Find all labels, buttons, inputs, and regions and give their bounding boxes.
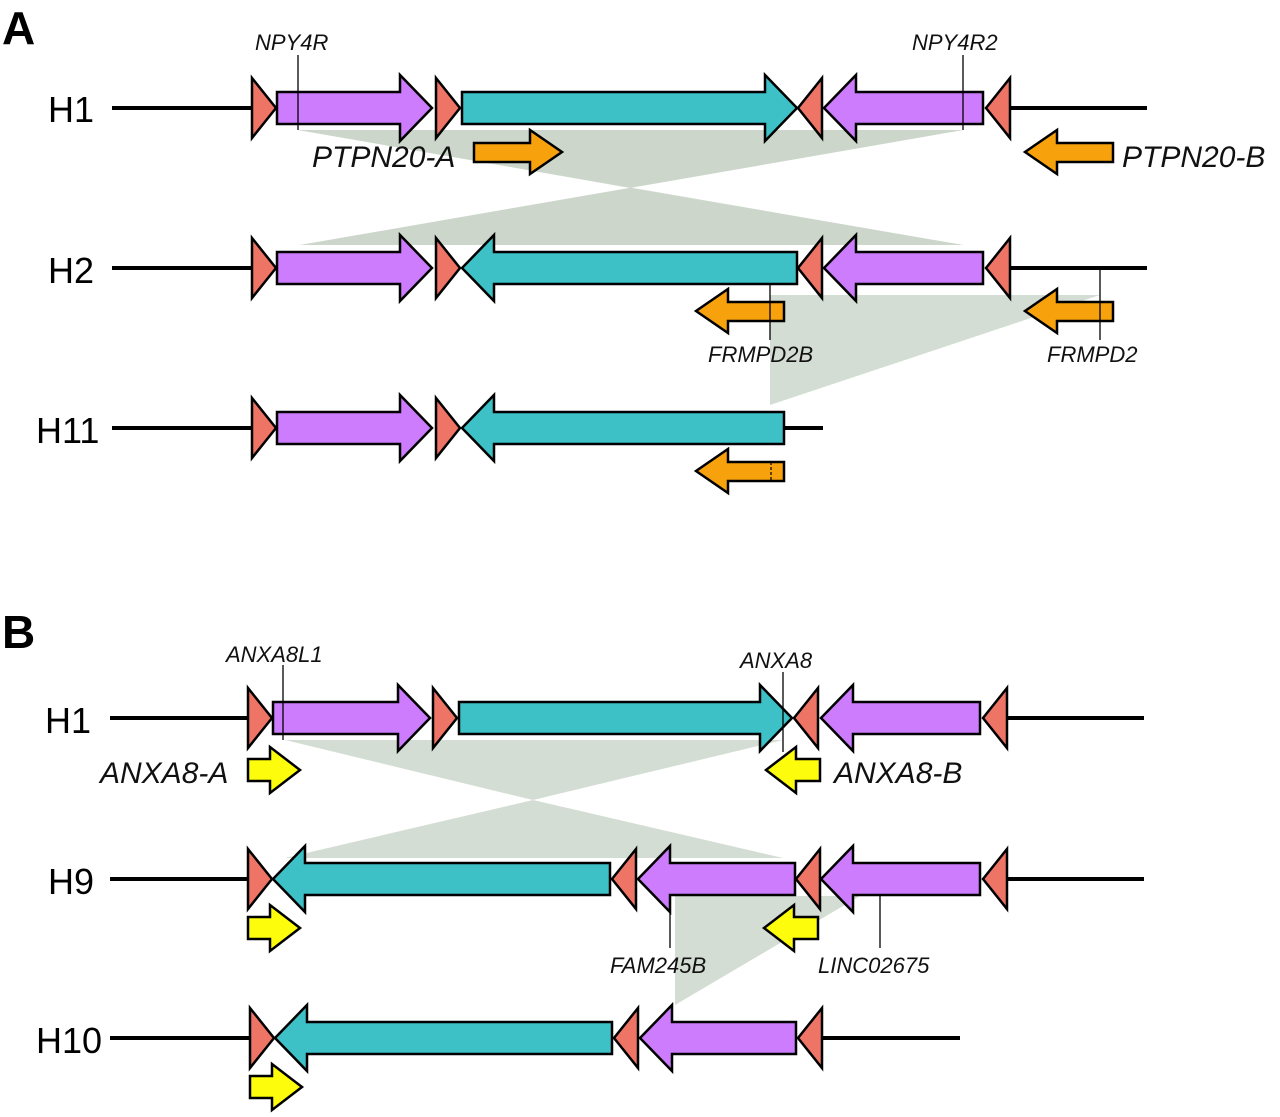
teal-segment-arrow-left [273,1001,614,1075]
repeat-triangle-right [248,1004,276,1072]
gene-label-frmpd2b: FRMPD2B [708,342,813,367]
marker-label-anxa8-a: ANXA8-A [98,757,228,790]
purple-segment-arrow-right [271,681,432,755]
haplotype-label: H11 [36,410,99,451]
orange-marker-arrow-left [1022,286,1115,336]
haplotype-a-h1: H1 NPY4R NPY4R2 PTPN20-A PTPN20-B [48,30,1265,177]
purple-segment-arrow-right [275,391,434,465]
haplotype-b-h9: H9 FAM245B LINC02675 [48,842,1144,978]
repeat-triangle-left [612,1004,640,1072]
haplotype-label: H1 [45,700,91,741]
marker-label-ptpn20-b: PTPN20-B [1122,141,1265,174]
purple-segment-arrow-left [638,1001,798,1075]
homology-band [300,188,963,245]
haplotype-label: H10 [36,1020,102,1061]
haplotype-a-h2: H2 FRMPD2B FRMPD2 [48,231,1147,367]
teal-segment-arrow-left [460,391,786,465]
haplotype-label: H9 [48,861,94,902]
panel-letter-a: A [2,2,35,54]
purple-segment-arrow-left [819,681,982,755]
teal-segment-arrow-right [460,71,799,145]
haplotype-label: H1 [48,89,94,130]
purple-segment-arrow-left [822,231,985,305]
teal-segment-arrow-left [460,231,799,305]
purple-segment-arrow-left [819,842,982,916]
gene-label-anxa8l1: ANXA8L1 [224,642,323,667]
homology-band [770,295,1100,405]
purple-segment-arrow-left [636,842,797,916]
orange-marker-arrow-left [1022,127,1115,177]
homology-band [298,130,963,188]
yellow-marker-arrow-right [248,1061,305,1113]
homology-band [285,800,783,858]
repeat-triangle-left [981,845,1009,913]
panel-letter-b: B [2,606,35,658]
orange-marker-arrow-right [472,127,565,177]
gene-label-npy4r2: NPY4R2 [912,30,998,55]
teal-segment-arrow-right [457,681,794,755]
repeat-triangle-right [434,394,462,462]
panel-b: B H1 ANXA8L1 ANXA8 ANXA8-A ANXA8-B [2,606,1144,1113]
orange-marker-arrow-left [693,446,786,496]
homology-band [675,896,860,1005]
repeat-triangle-right [250,74,278,142]
gene-label-frmpd2: FRMPD2 [1047,342,1137,367]
haplotype-b-h1: H1 ANXA8L1 ANXA8 ANXA8-A ANXA8-B [45,642,1144,796]
repeat-triangle-left [984,74,1012,142]
orange-marker-arrow-left [693,286,786,336]
haplotype-b-h10: H10 [36,1001,960,1113]
repeat-triangle-right [250,234,278,302]
repeat-triangle-left [792,684,820,752]
marker-label-anxa8-b: ANXA8-B [832,757,962,790]
yellow-marker-arrow-left [761,902,820,954]
repeat-triangle-left [796,1004,824,1072]
repeat-triangle-right [434,234,462,302]
repeat-triangle-right [246,845,274,913]
repeat-triangle-right [246,684,274,752]
teal-segment-arrow-left [271,842,612,916]
purple-segment-arrow-right [275,231,434,305]
gene-label-anxa8: ANXA8 [738,648,813,673]
haplotype-a-h11: H11 [36,391,823,496]
gene-label-npy4r: NPY4R [255,30,328,55]
marker-label-ptpn20-a: PTPN20-A [312,141,455,174]
gene-label-linc02675: LINC02675 [818,953,930,978]
yellow-marker-arrow-right [246,744,303,796]
yellow-marker-arrow-left [763,744,822,796]
repeat-triangle-left [981,684,1009,752]
repeat-triangle-left [984,234,1012,302]
yellow-marker-arrow-right [246,902,303,954]
gene-label-fam245b: FAM245B [610,953,706,978]
repeat-triangle-left [796,74,824,142]
repeat-triangle-left [796,234,824,302]
haplotype-label: H2 [48,250,94,291]
repeat-triangle-left [610,845,638,913]
repeat-triangle-right [250,394,278,462]
panel-a: A H1 NPY4R NPY4R2 PTPN20-A PTPN20-B [2,2,1265,496]
homology-band [285,740,783,800]
repeat-triangle-right [431,684,459,752]
repeat-triangle-right [434,74,462,142]
purple-segment-arrow-left [822,71,985,145]
